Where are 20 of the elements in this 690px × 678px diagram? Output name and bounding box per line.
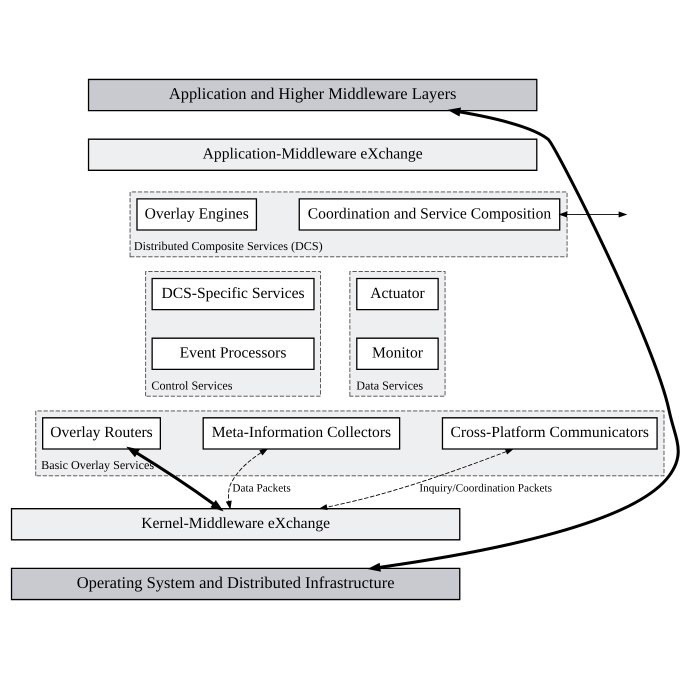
edge-label: Data Packets xyxy=(232,482,291,494)
node-box: Cross-Platform Communicators xyxy=(442,416,658,450)
arrow xyxy=(558,210,628,217)
node-box: Application and Higher Middleware Layers xyxy=(88,78,538,111)
node-box: Overlay Routers xyxy=(42,416,162,450)
node-box: DCS-Specific Services xyxy=(151,277,315,310)
node-box: Meta-Information Collectors xyxy=(202,416,400,450)
node-box: Application-Middleware eXchange xyxy=(88,138,538,170)
arrow xyxy=(318,448,514,510)
node-box: Event Processors xyxy=(151,337,315,370)
node-box: Overlay Engines xyxy=(136,198,258,230)
arrow xyxy=(226,448,268,510)
node-box: Operating System and Distributed Infrastructure xyxy=(10,567,460,600)
node-box: Monitor xyxy=(356,337,439,370)
node-box: Kernel-Middleware eXchange xyxy=(10,508,460,540)
edge-label: Inquiry/Coordination Packets xyxy=(419,482,552,494)
node-box: Coordination and Service Composition xyxy=(298,198,560,230)
arrow xyxy=(367,107,680,572)
node-box: Actuator xyxy=(356,277,439,310)
arrow xyxy=(126,446,224,511)
